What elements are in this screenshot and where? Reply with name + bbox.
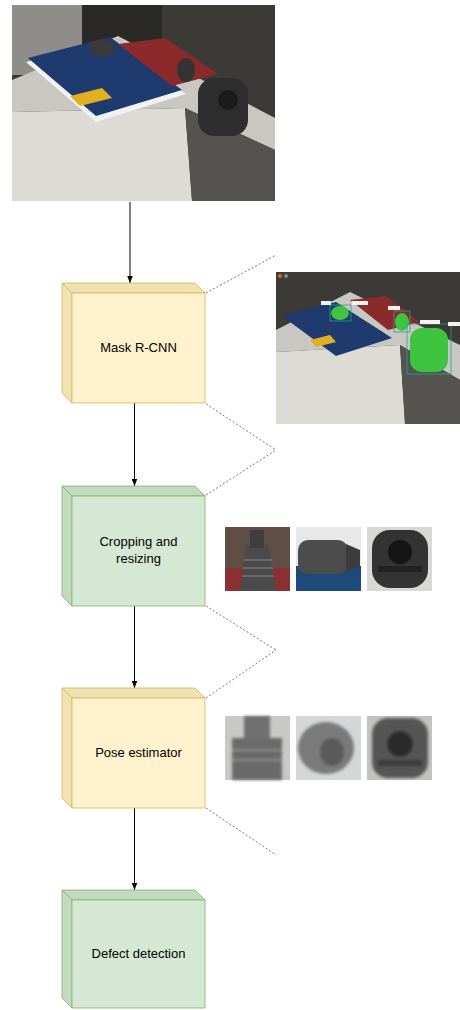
box-label: Defect detection xyxy=(92,946,186,963)
detection-tag xyxy=(420,320,440,324)
groove xyxy=(244,559,272,561)
pose-ground xyxy=(225,716,290,780)
part xyxy=(320,738,344,766)
crop-tiles xyxy=(225,527,432,591)
detection-tag xyxy=(321,301,331,305)
box-label: Cropping and resizing xyxy=(87,534,191,568)
box-front xyxy=(72,293,205,403)
desk-front xyxy=(12,108,192,201)
mask xyxy=(410,328,448,372)
part xyxy=(244,716,270,740)
process-box: Mask R-CNN xyxy=(62,283,205,403)
photo-ground xyxy=(276,280,460,424)
part xyxy=(298,540,348,574)
leader-line xyxy=(206,808,276,855)
flow-arrow xyxy=(134,606,135,688)
slot xyxy=(378,566,422,572)
bounding-box xyxy=(407,324,451,374)
pose-ground xyxy=(367,716,432,780)
part xyxy=(372,718,428,778)
pose-part xyxy=(232,716,282,780)
part xyxy=(250,530,264,548)
leader-line xyxy=(206,404,276,450)
desk-front xyxy=(276,345,405,424)
leader-line xyxy=(206,450,276,495)
window-button xyxy=(284,274,288,278)
pose-tiles xyxy=(225,716,432,780)
box-front xyxy=(72,698,205,808)
box-side xyxy=(62,283,72,403)
segmentation-screenshot xyxy=(276,272,460,424)
box-front xyxy=(72,900,205,1008)
box-face: Pose estimator xyxy=(72,698,205,808)
box-front xyxy=(72,496,205,606)
box-side xyxy=(62,486,72,606)
detection-tag xyxy=(352,301,368,305)
pose-part xyxy=(298,722,354,774)
part xyxy=(372,530,428,588)
photo-ground xyxy=(12,5,275,201)
title-bar xyxy=(276,272,460,280)
part-hole xyxy=(387,731,413,757)
box-top xyxy=(62,890,205,900)
red-notebook xyxy=(350,296,420,330)
red-notebook xyxy=(118,38,218,86)
leader-line xyxy=(206,255,276,293)
part xyxy=(198,78,248,136)
notebook-logo xyxy=(70,88,112,106)
flow-arrow xyxy=(134,403,135,486)
crop-ground xyxy=(367,527,432,591)
box-side xyxy=(62,688,72,808)
box-top xyxy=(62,688,205,698)
process-box: Cropping and resizing xyxy=(62,486,205,606)
crop-ground xyxy=(296,527,361,591)
groove xyxy=(232,759,282,761)
groove xyxy=(243,567,273,569)
leader-line xyxy=(206,650,276,698)
groove xyxy=(242,575,274,577)
leader-line xyxy=(206,606,276,650)
part xyxy=(232,738,282,780)
input-photo xyxy=(12,5,275,201)
screenshot-image xyxy=(276,280,460,424)
bounding-box xyxy=(330,305,351,321)
bounding-box xyxy=(394,311,410,332)
process-box: Defect detection xyxy=(62,890,205,1008)
box-top xyxy=(62,283,205,293)
part xyxy=(240,545,276,591)
part-hole xyxy=(218,90,238,110)
box-face: Cropping and resizing xyxy=(72,496,205,606)
groove xyxy=(232,749,282,751)
pose-part xyxy=(372,718,428,778)
flow-arrow xyxy=(134,808,135,890)
slot xyxy=(378,760,422,766)
detection-tag xyxy=(388,306,400,310)
box-side xyxy=(62,890,72,1008)
box-top xyxy=(62,486,205,496)
pose-ground xyxy=(296,716,361,780)
process-box: Pose estimator xyxy=(62,688,205,808)
part xyxy=(298,722,354,774)
box-face: Defect detection xyxy=(72,900,205,1008)
box-label: Pose estimator xyxy=(95,745,182,762)
window xyxy=(276,272,460,424)
part xyxy=(346,544,360,572)
window-button xyxy=(278,274,282,278)
notebook-logo xyxy=(310,335,336,347)
part-hole xyxy=(388,540,412,564)
input-arrow xyxy=(130,202,131,283)
crop-ground xyxy=(225,527,290,591)
mask xyxy=(331,306,349,320)
box-label: Mask R-CNN xyxy=(100,340,177,357)
detection-tag xyxy=(448,322,460,326)
part xyxy=(89,39,115,57)
box-face: Mask R-CNN xyxy=(72,293,205,403)
part xyxy=(177,58,195,82)
